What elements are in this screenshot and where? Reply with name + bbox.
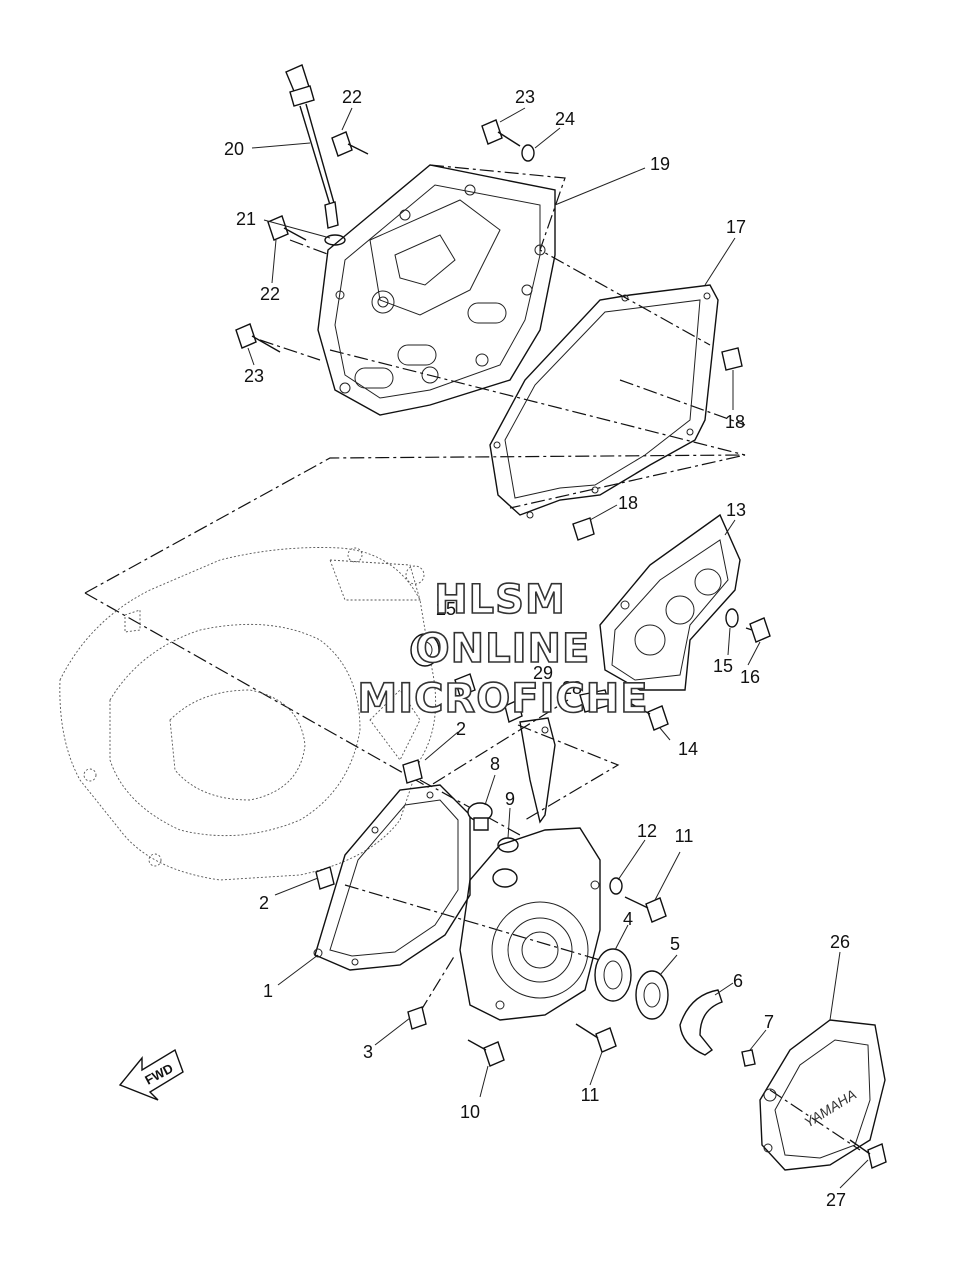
part-labels: 22 23 24 20 19 21 17 22 23 18 18 13 25 1… — [224, 87, 850, 1210]
screw-27 — [849, 1139, 887, 1169]
bearing-4 — [594, 948, 632, 1002]
label-11-bottom: 11 — [581, 1085, 600, 1105]
label-25: 25 — [436, 599, 456, 619]
right-crankcase-cover — [459, 827, 601, 1021]
crankcase-cover-26: YAMAHA — [759, 1019, 886, 1171]
clutch-cover-gasket — [489, 284, 719, 519]
label-21: 21 — [236, 209, 256, 229]
label-24: 24 — [555, 109, 575, 129]
dowel-pins — [572, 347, 743, 541]
label-17: 17 — [726, 217, 746, 237]
label-9: 9 — [505, 789, 515, 809]
forward-arrow: FWD — [118, 1048, 184, 1101]
label-7: 7 — [764, 1012, 774, 1032]
leader-lines — [247, 107, 869, 1189]
label-22-top: 22 — [342, 87, 362, 107]
label-13: 13 — [726, 500, 746, 520]
label-6: 6 — [733, 971, 743, 991]
label-28: 28 — [562, 678, 582, 698]
yamaha-logo-text: YAMAHA — [801, 1086, 859, 1130]
bolts-10-11-12 — [467, 877, 667, 1067]
label-14: 14 — [678, 739, 698, 759]
label-29: 29 — [533, 663, 553, 683]
breather-25 — [410, 633, 476, 697]
watermark-line-2: ONLINE — [416, 626, 591, 672]
fwd-label: FWD — [142, 1061, 175, 1088]
label-8: 8 — [490, 754, 500, 774]
oil-dipstick — [285, 64, 346, 246]
screw-7 — [741, 1049, 756, 1067]
chain-guide — [519, 717, 556, 824]
label-15: 15 — [713, 656, 733, 676]
label-23-top: 23 — [515, 87, 535, 107]
label-22-mid: 22 — [260, 284, 280, 304]
label-18-mid: 18 — [618, 493, 638, 513]
label-12: 12 — [637, 821, 657, 841]
label-10: 10 — [460, 1102, 480, 1122]
bolt-14 — [627, 701, 669, 731]
label-19: 19 — [650, 154, 670, 174]
clamp-28-29 — [504, 689, 611, 723]
engine-crankcase-outline — [59, 547, 437, 881]
label-23-mid: 23 — [244, 366, 264, 386]
label-5: 5 — [670, 934, 680, 954]
clutch-cover — [317, 164, 556, 416]
circlip-6 — [679, 989, 723, 1056]
washer-bolt-15-16 — [725, 608, 771, 643]
label-4: 4 — [623, 909, 633, 929]
dowel-pins-2 — [315, 759, 427, 1030]
label-20: 20 — [224, 139, 244, 159]
watermark-line-3: MICROFICHE — [357, 676, 648, 722]
watermark-line-1: HLSM — [434, 577, 566, 623]
cover-bolts — [235, 119, 535, 353]
label-18-top: 18 — [725, 412, 745, 432]
watermark: HLSM ONLINE MICROFICHE — [357, 576, 649, 723]
sprocket-cover — [599, 513, 741, 691]
oil-seal-5 — [635, 970, 669, 1020]
label-16: 16 — [740, 667, 760, 687]
label-26: 26 — [830, 932, 850, 952]
label-1: 1 — [263, 981, 273, 1001]
crankcase-cover-gasket — [313, 784, 471, 971]
label-11-top: 11 — [675, 826, 694, 846]
label-2-mid: 2 — [259, 893, 269, 913]
label-3: 3 — [363, 1042, 373, 1062]
label-27: 27 — [826, 1190, 846, 1210]
label-2-top: 2 — [456, 719, 466, 739]
filler-plug — [467, 802, 519, 853]
